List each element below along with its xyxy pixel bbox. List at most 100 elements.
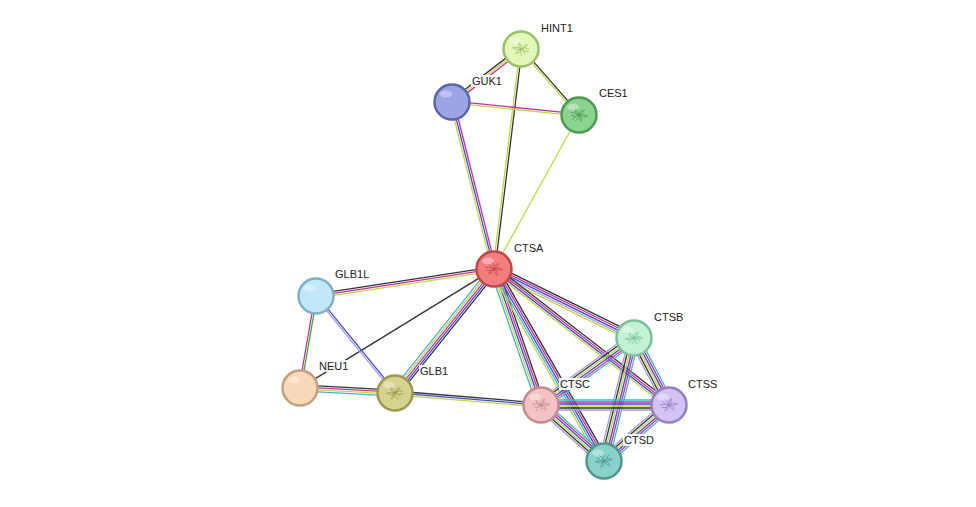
evidence-line bbox=[302, 314, 312, 371]
evidence-line bbox=[467, 62, 507, 93]
evidence-line bbox=[413, 394, 523, 403]
evidence-line bbox=[641, 354, 659, 389]
evidence-line bbox=[559, 399, 651, 400]
evidence-line bbox=[640, 355, 658, 390]
interaction-edge bbox=[495, 67, 520, 252]
evidence-line bbox=[506, 282, 653, 396]
evidence-line bbox=[508, 281, 655, 395]
node-circle bbox=[376, 374, 414, 412]
evidence-line bbox=[617, 416, 655, 449]
evidence-line bbox=[495, 67, 518, 251]
evidence-line bbox=[559, 401, 651, 402]
evidence-line bbox=[403, 281, 480, 377]
interaction-edge bbox=[403, 281, 486, 382]
interaction-edge bbox=[553, 344, 623, 398]
evidence-line bbox=[458, 119, 491, 251]
protein-node: GUK1 bbox=[433, 83, 471, 121]
evidence-line bbox=[408, 284, 485, 380]
evidence-line bbox=[318, 392, 377, 395]
evidence-line bbox=[553, 344, 617, 390]
evidence-line bbox=[603, 354, 624, 442]
evidence-line bbox=[605, 355, 626, 443]
evidence-line bbox=[554, 418, 590, 450]
evidence-line bbox=[555, 348, 619, 394]
interaction-edge bbox=[315, 278, 478, 378]
evidence-line bbox=[638, 356, 656, 391]
interaction-edge bbox=[551, 413, 594, 453]
evidence-line bbox=[454, 120, 487, 252]
evidence-line bbox=[607, 355, 628, 443]
evidence-line bbox=[413, 396, 523, 405]
protein-label: CTSB bbox=[653, 311, 684, 323]
interaction-edge bbox=[559, 400, 651, 410]
evidence-line bbox=[470, 103, 561, 112]
evidence-line bbox=[506, 283, 598, 444]
interaction-edge bbox=[454, 119, 491, 252]
evidence-line bbox=[557, 351, 621, 397]
protein-label: GLB1 bbox=[419, 365, 449, 377]
protein-label: CTSC bbox=[559, 378, 591, 390]
protein-node: NEU1 bbox=[281, 369, 319, 407]
interaction-edge bbox=[413, 392, 523, 405]
evidence-line bbox=[501, 286, 593, 447]
protein-label: CTSA bbox=[513, 242, 544, 254]
protein-node: GLB1 bbox=[376, 374, 414, 412]
node-circle bbox=[297, 277, 335, 315]
protein-label: NEU1 bbox=[318, 360, 349, 372]
evidence-line bbox=[503, 285, 595, 446]
evidence-line bbox=[466, 60, 506, 91]
protein-label: GUK1 bbox=[471, 75, 503, 87]
node-circle bbox=[615, 319, 653, 357]
evidence-line bbox=[556, 349, 620, 395]
node-circle bbox=[433, 83, 471, 121]
node-circle bbox=[560, 96, 598, 134]
protein-node: CTSD bbox=[585, 442, 623, 480]
evidence-line bbox=[505, 284, 597, 445]
evidence-line bbox=[551, 421, 587, 453]
interaction-edge bbox=[503, 131, 571, 253]
evidence-line bbox=[315, 278, 478, 378]
interaction-edge bbox=[638, 352, 665, 392]
interaction-edge bbox=[465, 58, 508, 92]
evidence-line bbox=[456, 119, 489, 251]
evidence-line bbox=[470, 105, 561, 114]
node-circle bbox=[281, 369, 319, 407]
node-circle bbox=[522, 386, 560, 424]
evidence-line bbox=[532, 63, 566, 102]
node-circle bbox=[502, 30, 540, 68]
interaction-edge bbox=[470, 103, 561, 114]
interaction-edge bbox=[614, 413, 658, 453]
evidence-line bbox=[559, 353, 623, 399]
evidence-line bbox=[503, 131, 571, 253]
protein-label: GLB1L bbox=[334, 268, 370, 280]
interaction-edge bbox=[499, 283, 598, 448]
protein-label: CES1 bbox=[598, 87, 629, 99]
interaction-edge bbox=[302, 314, 314, 371]
protein-node: CES1 bbox=[560, 96, 598, 134]
node-circle bbox=[585, 442, 623, 480]
protein-node: CTSC bbox=[522, 386, 560, 424]
node-circle bbox=[475, 250, 513, 288]
protein-node: CTSB bbox=[615, 319, 653, 357]
evidence-line bbox=[499, 287, 591, 448]
evidence-line bbox=[559, 405, 651, 406]
evidence-line bbox=[534, 62, 568, 101]
node-circle bbox=[650, 386, 688, 424]
protein-node: CTSS bbox=[650, 386, 688, 424]
interaction-edge bbox=[318, 386, 377, 395]
evidence-line bbox=[554, 346, 618, 392]
evidence-line bbox=[497, 67, 520, 251]
evidence-line bbox=[559, 407, 651, 408]
protein-label: CTSD bbox=[623, 434, 655, 446]
interaction-edge bbox=[532, 62, 568, 102]
evidence-line bbox=[559, 403, 651, 404]
protein-node: HINT1 bbox=[502, 30, 540, 68]
evidence-line bbox=[405, 282, 482, 378]
evidence-line bbox=[465, 58, 505, 89]
evidence-line bbox=[409, 286, 486, 382]
protein-label: HINT1 bbox=[540, 22, 574, 34]
evidence-line bbox=[413, 392, 523, 401]
protein-label: CTSS bbox=[687, 378, 718, 390]
protein-node: CTSA bbox=[475, 250, 513, 288]
